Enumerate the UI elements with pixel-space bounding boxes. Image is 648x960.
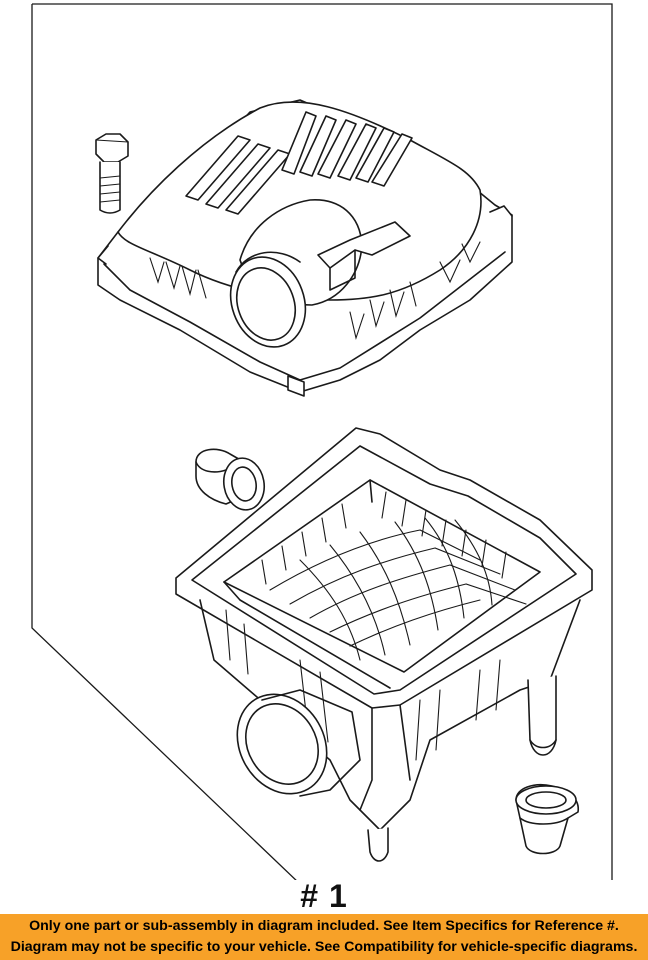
notice-banner: Only one part or sub-assembly in diagram…	[0, 914, 648, 960]
notice-line-2: Diagram may not be specific to your vehi…	[10, 939, 638, 955]
cover-bolt[interactable]	[95, 133, 129, 214]
grommet-lower[interactable]	[515, 784, 579, 855]
reference-number-label: # 1	[300, 878, 348, 914]
diagram-frame	[31, 3, 613, 880]
grommet-upper[interactable]	[195, 448, 268, 513]
air-cleaner-cover[interactable]	[97, 99, 513, 397]
air-cleaner-housing[interactable]	[175, 427, 593, 862]
notice-line-1: Only one part or sub-assembly in diagram…	[29, 918, 619, 934]
parts-diagram	[31, 3, 613, 880]
